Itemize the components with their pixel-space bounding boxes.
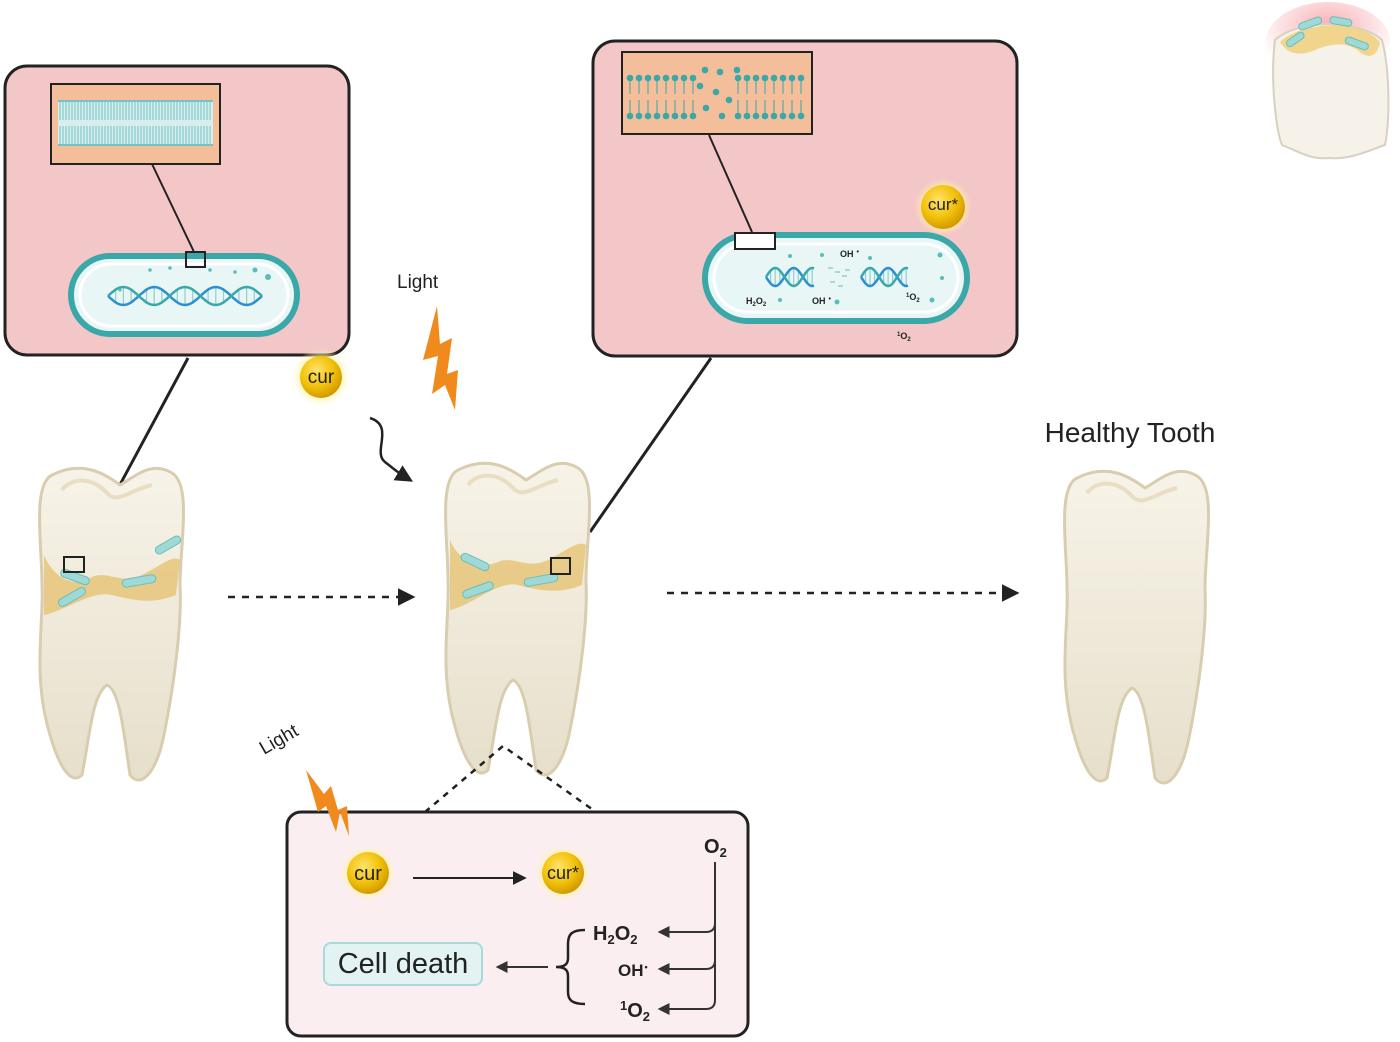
h2o2-label: H2O2 [746, 296, 767, 308]
panel-damaged-bacterium: OH• OH• H2O2 1O2 1O2 [591, 39, 1019, 358]
light-label: Light [397, 272, 439, 293]
ros-branch-arrows [657, 862, 716, 1015]
bacterium-damaged [702, 232, 970, 324]
lightning-icon [423, 306, 458, 410]
singlet-oxygen-label: 1O2 [906, 292, 920, 304]
membrane-damaged-bilayer [626, 66, 805, 120]
oh-radical-label: OH• [812, 296, 832, 306]
membrane-intact-bilayer [58, 100, 213, 146]
curcumin-molecule: cur [292, 348, 350, 406]
mechanism-panel [285, 810, 750, 1038]
lightning-icon [306, 770, 349, 836]
light-label: Light [256, 720, 303, 759]
panel-untreated-bacterium [3, 64, 351, 357]
zoom-dashes [424, 744, 597, 814]
curcumin-molecule: cur [340, 845, 396, 901]
curly-brace [555, 928, 586, 1006]
svg-text:cur: cur [308, 367, 335, 388]
treated-tooth [443, 461, 592, 778]
oh-radical-label: OH• [618, 961, 648, 980]
cell-death-label: Cell death [323, 942, 483, 986]
healthy-tooth-label: Healthy Tooth [1045, 417, 1216, 448]
zoom-marker [185, 251, 206, 268]
zoom-line [708, 134, 753, 233]
curcumin-excited-molecule: cur* [914, 178, 972, 236]
oxygen-label: O2 [704, 836, 727, 860]
bacterium-intact [68, 251, 300, 337]
oh-radical-label: OH• [840, 249, 860, 259]
zoom-connector [588, 357, 713, 533]
infected-tooth [37, 466, 186, 783]
healthy-tooth [1062, 469, 1211, 786]
svg-text:cur: cur [354, 863, 382, 885]
singlet-oxygen-label: 1O2 [620, 998, 650, 1024]
curved-arrow [369, 416, 414, 482]
tooth-thumbnail [1266, 2, 1390, 160]
h2o2-label: H2O2 [593, 923, 637, 947]
singlet-oxygen-label: 1O2 [897, 331, 911, 343]
zoom-marker [734, 232, 776, 250]
curcumin-excited-molecule: cur* [535, 845, 591, 901]
dna-helix-icon [107, 285, 263, 307]
svg-text:cur*: cur* [547, 863, 579, 883]
svg-text:cur*: cur* [928, 195, 959, 214]
damaged-dna-icon [764, 266, 909, 288]
zoom-line [151, 163, 196, 255]
